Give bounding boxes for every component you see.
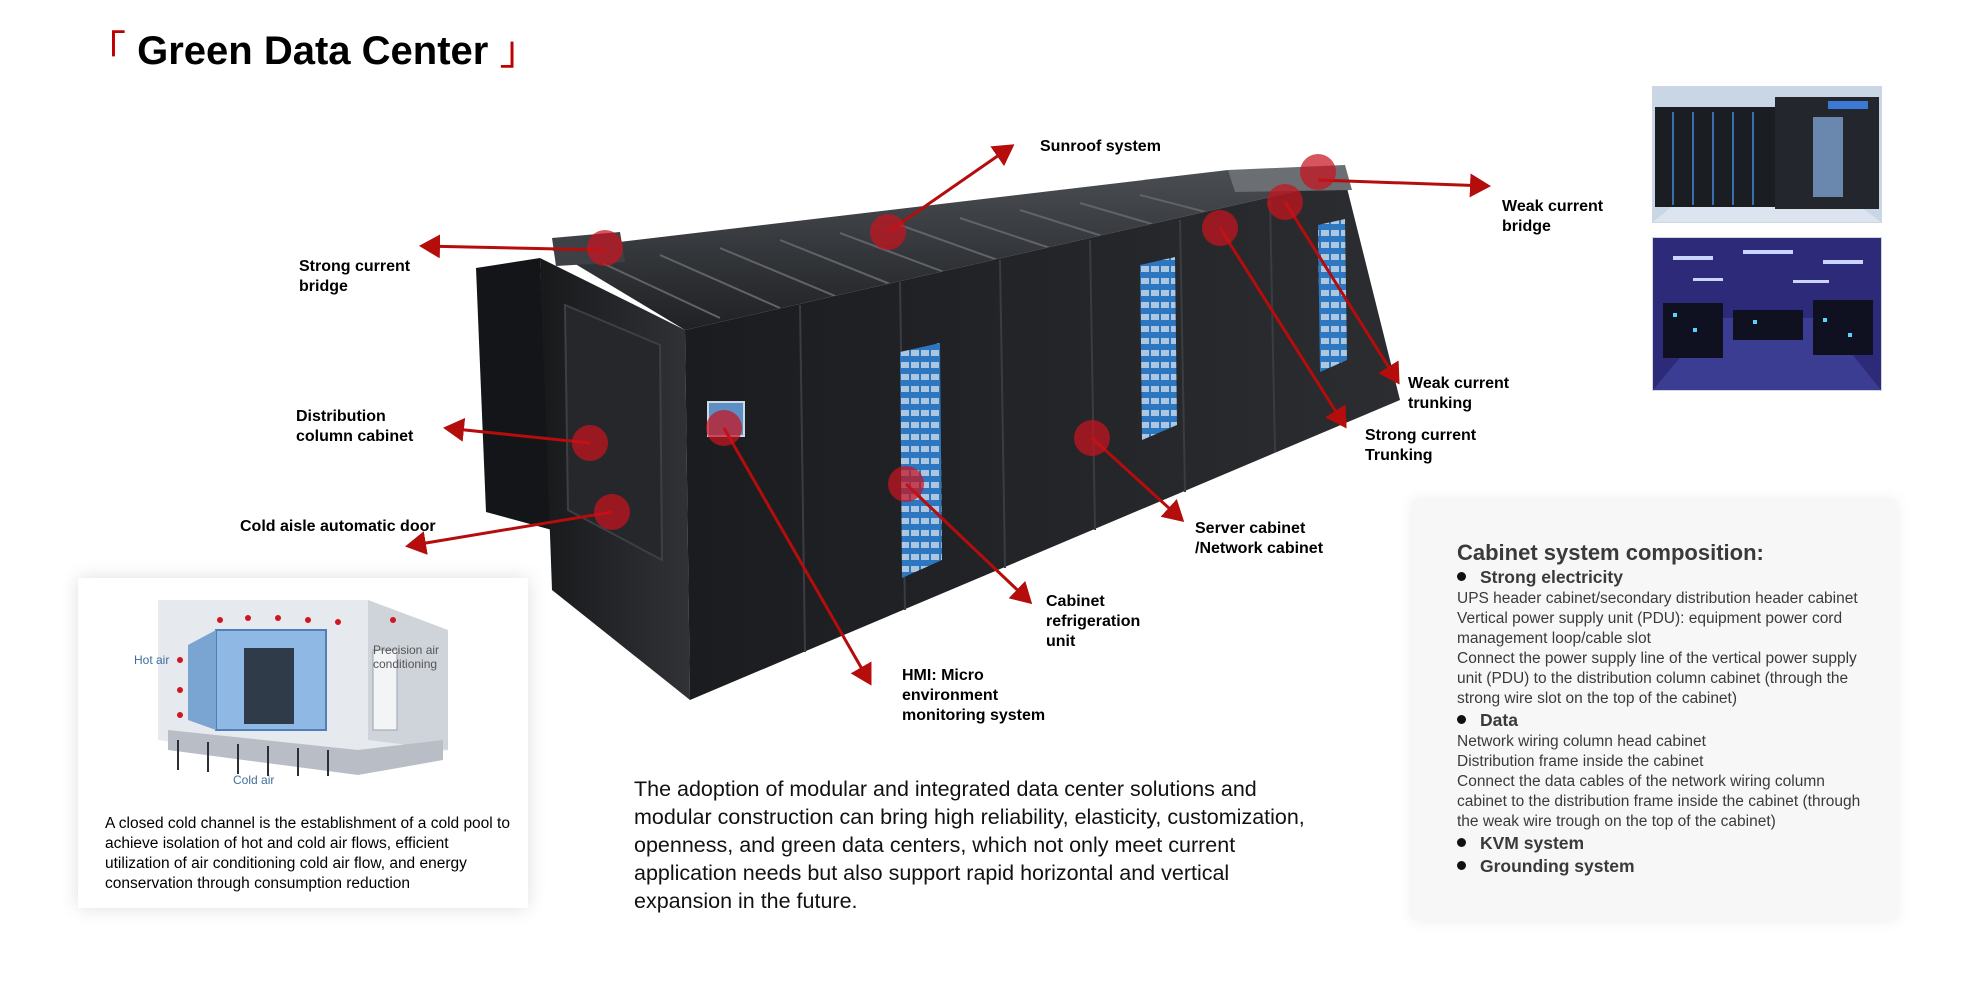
composition-title: Cabinet system composition:	[1457, 540, 1764, 565]
cabinet-row-front	[685, 180, 1400, 700]
composition-list: Strong electricity UPS header cabinet/se…	[1457, 566, 1877, 878]
label-strong-bridge: Strong current bridge	[299, 258, 411, 295]
server-lights-3	[1318, 219, 1347, 372]
data-heading: Data	[1457, 709, 1877, 732]
arrow-cold-door	[405, 510, 613, 555]
marker-icon	[888, 466, 924, 502]
arrow-distribution	[443, 417, 591, 445]
photo-data-center-aisle	[1652, 86, 1882, 223]
label-weak-bridge: Weak current bridge	[1502, 198, 1604, 235]
marker-icon	[1202, 210, 1238, 246]
arrow-sunroof	[887, 144, 1015, 234]
title-bracket-open: 「	[86, 29, 126, 73]
label-refrigeration: Cabinet refrigeration unit	[1046, 593, 1141, 650]
end-module-left	[476, 258, 552, 530]
callout-markers	[572, 154, 1336, 530]
title-text: Green Data Center	[137, 29, 489, 73]
label-sunroof: Sunroof system	[1040, 138, 1161, 155]
bullet-icon	[1457, 571, 1466, 581]
label-server-cabinet: Server cabinet /Network cabinet	[1195, 520, 1324, 557]
title-bracket-close: 」	[499, 29, 540, 73]
grounding-heading: Grounding system	[1457, 855, 1877, 878]
arrow-refrigeration	[904, 482, 1033, 605]
bullet-icon	[1457, 837, 1466, 847]
kvm-heading: KVM system	[1457, 832, 1877, 855]
strong-line: Vertical power supply unit (PDU): equipm…	[1457, 610, 1843, 647]
data-line: Connect the data cables of the network w…	[1457, 773, 1861, 830]
summary-text: The adoption of modular and integrated d…	[634, 777, 1305, 913]
cold-channel-description: A closed cold channel is the establishme…	[105, 815, 510, 892]
arrow-strong-trunking	[1218, 227, 1347, 429]
photo-server-room	[1652, 237, 1882, 391]
arrow-server-cabinet	[1090, 436, 1185, 523]
label-distribution: Distribution column cabinet	[296, 408, 414, 445]
marker-icon	[706, 410, 742, 446]
arrow-hmi	[722, 427, 872, 686]
marker-icon	[587, 230, 623, 266]
data-line: Network wiring column head cabinet	[1457, 733, 1706, 750]
server-lights-1	[900, 343, 942, 578]
marker-icon	[1074, 420, 1110, 456]
bullet-icon	[1457, 860, 1466, 870]
hot-air-label: Hot air	[134, 653, 170, 667]
server-lights-2	[1140, 257, 1177, 440]
page-title: 「 Green Data Center 」	[86, 18, 539, 76]
label-strong-trunking: Strong current Trunking	[1365, 427, 1477, 464]
precision-ac-label: Precision air conditioning	[373, 643, 440, 671]
marker-icon	[594, 494, 630, 530]
cold-air-label: Cold air	[233, 773, 275, 787]
strong-line: Connect the power supply line of the ver…	[1457, 650, 1857, 707]
arrow-weak-bridge	[1317, 173, 1491, 198]
composition-panel: Cabinet system composition: Strong elect…	[1412, 500, 1897, 920]
callout-arrows	[405, 144, 1491, 686]
strong-electricity-heading: Strong electricity	[1457, 566, 1877, 589]
label-hmi: HMI: Micro environment monitoring system	[902, 667, 1046, 724]
arrow-weak-trunking	[1283, 201, 1400, 385]
cold-channel-illustration	[158, 600, 448, 776]
marker-icon	[1300, 154, 1336, 190]
cold-channel-panel: Hot air Precision air conditioning Cold …	[78, 578, 528, 908]
bullet-icon	[1457, 714, 1466, 724]
strong-line: UPS header cabinet/secondary distributio…	[1457, 590, 1858, 607]
marker-icon	[1267, 184, 1303, 220]
data-line: Distribution frame inside the cabinet	[1457, 753, 1704, 770]
label-weak-trunking: Weak current trunking	[1408, 375, 1510, 412]
marker-icon	[870, 214, 906, 250]
marker-icon	[572, 425, 608, 461]
label-cold-door: Cold aisle automatic door	[240, 518, 436, 535]
sunroof-top	[552, 170, 1345, 330]
arrow-strong-bridge	[419, 234, 606, 259]
